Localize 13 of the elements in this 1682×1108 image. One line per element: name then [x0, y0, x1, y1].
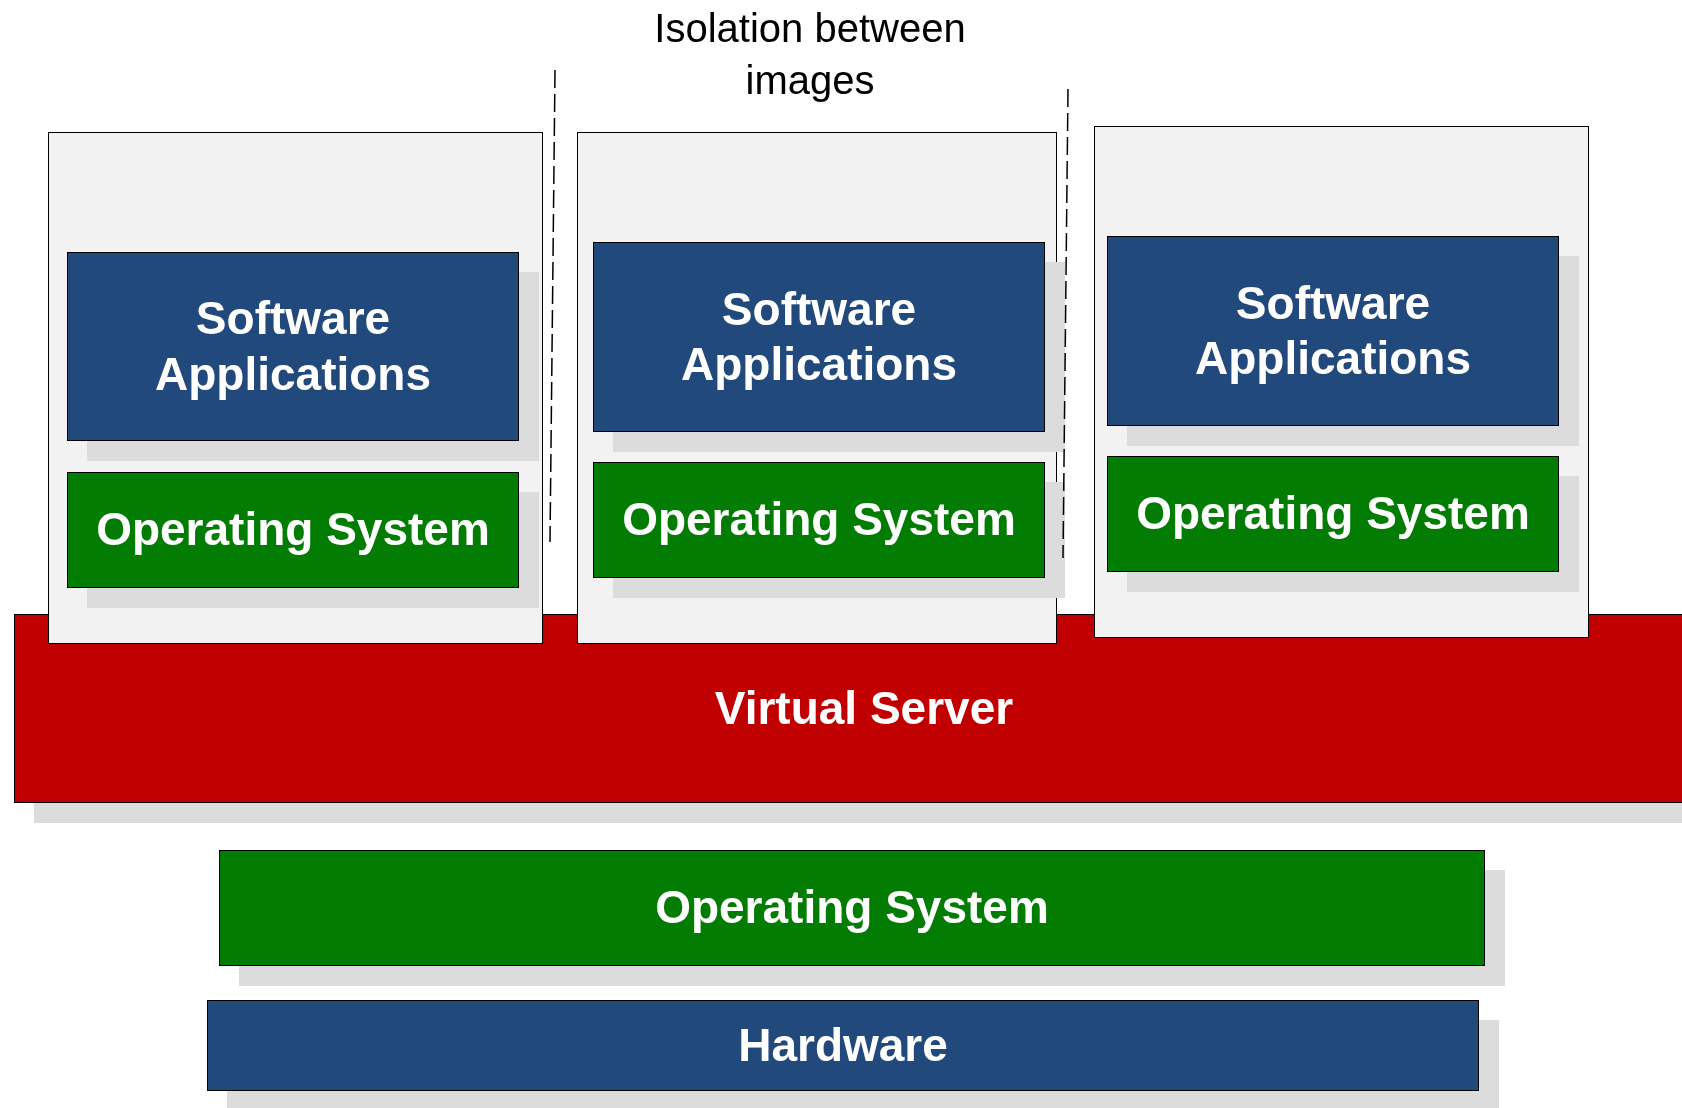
layer-label: Operating System: [1136, 486, 1530, 542]
isolation-note: Isolation between images: [653, 5, 967, 104]
layer-label: Software Applications: [154, 291, 432, 402]
layer-label: Operating System: [655, 880, 1049, 936]
layer-label: Hardware: [738, 1017, 948, 1073]
layer-label: Operating System: [622, 492, 1016, 548]
layer-label: Operating System: [96, 502, 490, 558]
layer-label: Virtual Server: [714, 680, 1014, 736]
panel: [48, 132, 543, 644]
panel: [1094, 126, 1589, 638]
layer-label: Software Applications: [680, 281, 958, 392]
panel: [577, 132, 1057, 644]
layer-label: Software Applications: [1194, 275, 1472, 386]
